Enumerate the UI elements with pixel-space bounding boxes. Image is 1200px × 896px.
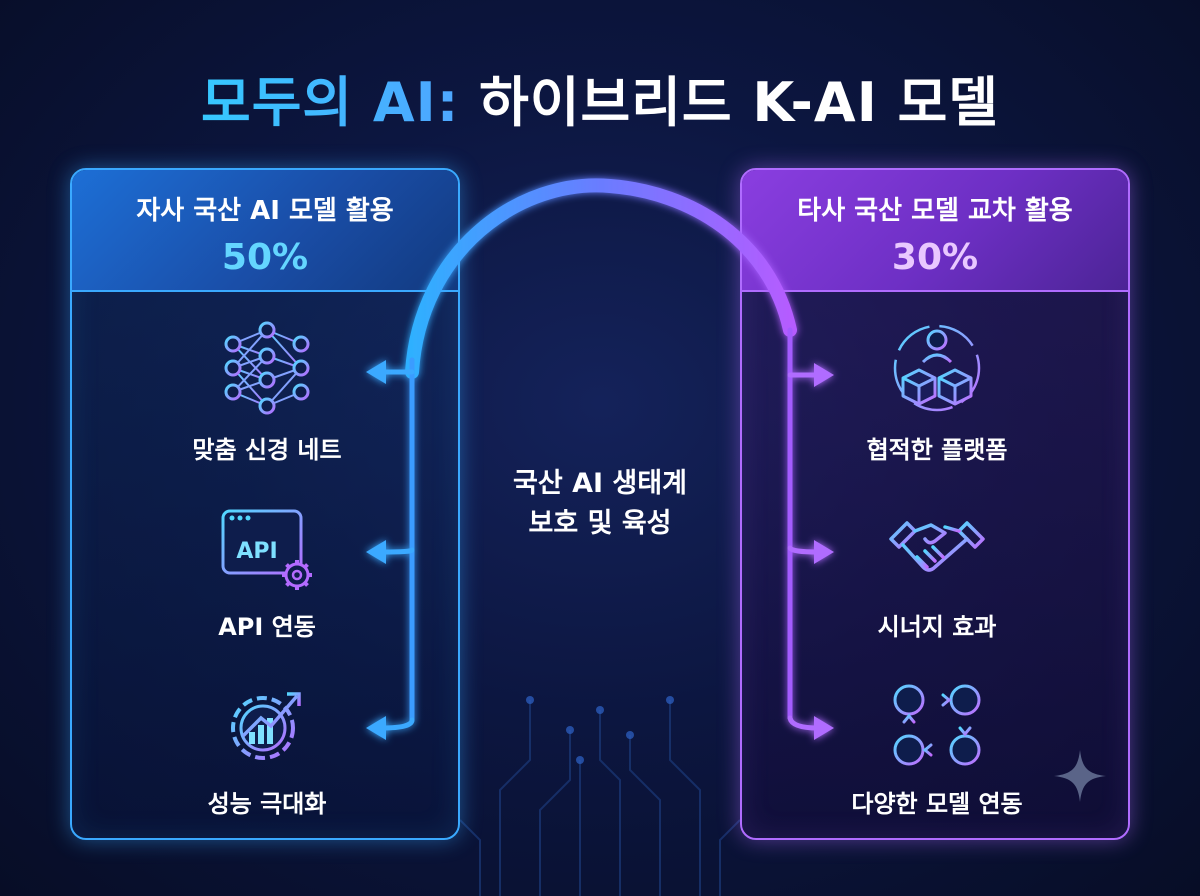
left-item-label-1: 맞춤 신경 네트 — [192, 436, 342, 464]
right-item-platform: 협적한 플랫폼 — [742, 320, 1128, 465]
connected-circles-icon — [893, 684, 981, 766]
gear-growth-chart-icon — [231, 692, 301, 760]
center-caption: 국산 AI 생태계 보호 및 육성 — [460, 464, 740, 544]
left-item-api: API API 연동 — [72, 505, 458, 642]
left-item-label-2: API 연동 — [218, 613, 316, 641]
left-item-performance: 성능 극대화 — [72, 680, 458, 819]
right-panel-header: 타사 국산 모델 교차 활용 30% — [742, 170, 1128, 292]
person-boxes-platform-icon — [893, 324, 981, 412]
left-panel-heading: 자사 국산 AI 모델 활용 — [136, 196, 394, 226]
neural-network-icon — [224, 321, 310, 415]
left-panel-header: 자사 국산 AI 모델 활용 50% — [72, 170, 458, 292]
right-item-synergy: 시너지 효과 — [742, 505, 1128, 642]
title-highlight: 모두의 AI: — [201, 71, 460, 134]
right-item-label-2: 시너지 효과 — [877, 613, 997, 641]
api-icon-text: API — [236, 539, 277, 564]
right-item-label-1: 협적한 플랫폼 — [866, 436, 1008, 464]
right-item-models: 다양한 모델 연동 — [742, 680, 1128, 819]
handshake-icon — [889, 521, 985, 572]
title-rest: 하이브리드 K-AI 모델 — [459, 71, 999, 134]
circuit-background — [460, 696, 740, 896]
sparkle-icon — [1054, 750, 1106, 802]
right-panel-heading: 타사 국산 모델 교차 활용 — [797, 196, 1073, 226]
page-title: 모두의 AI: 하이브리드 K-AI 모델 — [0, 58, 1200, 137]
left-item-label-3: 성능 극대화 — [207, 790, 327, 818]
left-panel-percent: 50% — [221, 237, 309, 278]
center-line-2: 보호 및 육성 — [528, 508, 672, 539]
left-item-neural: 맞춤 신경 네트 — [72, 320, 458, 465]
api-window-gear-icon: API — [221, 509, 312, 590]
right-panel: 타사 국산 모델 교차 활용 30% — [740, 168, 1130, 840]
right-item-label-3: 다양한 모델 연동 — [851, 790, 1023, 818]
right-panel-percent: 30% — [891, 237, 979, 278]
center-line-1: 국산 AI 생태계 — [513, 468, 687, 499]
